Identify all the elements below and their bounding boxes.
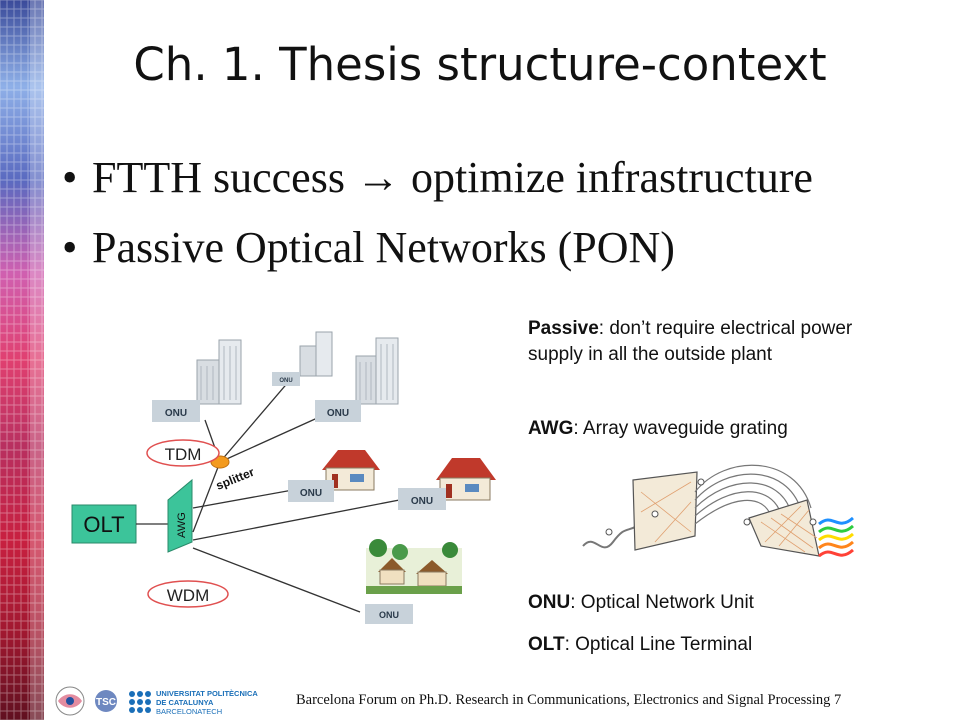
building-icon — [355, 337, 399, 405]
research-group-logo — [55, 686, 85, 716]
slide-footer: Barcelona Forum on Ph.D. Research in Com… — [296, 692, 841, 709]
tsc-logo-text: TSC — [96, 697, 116, 708]
definition-text: : Array waveguide grating — [573, 418, 788, 439]
upc-text-line2: DE CATALUNYA — [156, 698, 214, 707]
definition-onu: ONU: Optical Network Unit — [528, 590, 754, 616]
slide-title: Ch. 1. Thesis structure-context — [133, 38, 827, 91]
tsc-logo: TSC — [95, 690, 117, 712]
awg-illustration — [582, 464, 854, 558]
onu-label: ONU — [300, 488, 322, 499]
definition-text: : Optical Network Unit — [570, 592, 754, 613]
house-icon — [322, 450, 380, 491]
definition-awg: AWG: Array waveguide grating — [528, 416, 788, 442]
building-icon — [299, 331, 333, 377]
wdm-ellipse: WDM — [147, 580, 229, 608]
onu-box: ONU — [315, 400, 361, 422]
bullet-text: Passive Optical Networks (PON) — [92, 223, 675, 272]
bullet-marker: • — [62, 223, 78, 272]
upc-text-line3: BARCELONATECH — [156, 707, 222, 716]
onu-label: ONU — [327, 408, 349, 419]
house-icon — [436, 458, 496, 501]
bullet-ftth: • FTTH success → optimize infrastructure — [62, 152, 813, 203]
definition-term: Passive — [528, 318, 599, 339]
definition-olt: OLT: Optical Line Terminal — [528, 632, 752, 658]
decorative-side-stripe — [0, 0, 44, 720]
onu-label: ONU — [379, 610, 399, 620]
page-number: 7 — [834, 692, 842, 708]
building-icon — [196, 339, 242, 405]
village-icon — [366, 539, 462, 594]
tdm-label: TDM — [165, 445, 202, 464]
onu-box: ONU — [398, 488, 446, 510]
onu-box: ONU — [365, 604, 413, 624]
tdm-ellipse: TDM — [146, 439, 220, 467]
onu-box: ONU — [272, 372, 300, 386]
definition-term: ONU — [528, 592, 571, 613]
upc-logo: UNIVERSITAT POLITÈCNICA DE CATALUNYA BAR… — [129, 689, 258, 716]
pon-diagram: ONU ONU ONU ONU ONU ONU OLT AWG splitter… — [71, 331, 496, 624]
wdm-label: WDM — [167, 586, 209, 605]
definition-text: : Optical Line Terminal — [564, 634, 753, 655]
bullet-pon: • Passive Optical Networks (PON) — [62, 222, 675, 273]
definition-term: AWG — [528, 418, 574, 439]
definition-text: : don’t require electrical power supply … — [528, 318, 853, 365]
onu-label: ONU — [279, 378, 292, 384]
awg-block: AWG — [167, 478, 193, 553]
onu-label: ONU — [411, 496, 433, 507]
institution-logos: TSC UNIVERSITAT POLITÈCNICA DE CATALUNYA… — [55, 686, 258, 716]
footer-text: Barcelona Forum on Ph.D. Research in Com… — [296, 692, 831, 708]
splitter-label: splitter — [214, 465, 257, 493]
upc-text-line1: UNIVERSITAT POLITÈCNICA — [156, 689, 258, 698]
onu-label: ONU — [165, 408, 187, 419]
bullet-text: FTTH success → optimize infrastructure — [92, 153, 813, 202]
olt-label: OLT — [83, 512, 124, 537]
bullet-marker: • — [62, 153, 78, 202]
awg-label: AWG — [176, 512, 188, 538]
olt-box: OLT — [71, 504, 137, 544]
onu-box: ONU — [152, 400, 200, 422]
onu-box: ONU — [288, 480, 334, 502]
definition-passive: Passive: don’t require electrical power … — [528, 316, 878, 368]
definition-term: OLT — [528, 634, 565, 655]
